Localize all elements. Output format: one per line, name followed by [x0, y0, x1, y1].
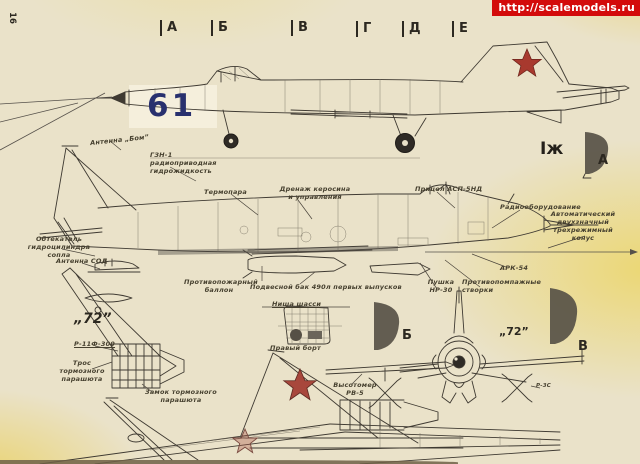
top-side-view-drawing [96, 41, 630, 153]
callout-rv5-altimeter: Высотомер РВ-5 [333, 381, 377, 398]
callout-surge-doors: Противопомпажные створки [462, 278, 542, 295]
middle-cutaway-side-view-drawing [39, 145, 599, 279]
marker-izh: Iж [540, 139, 564, 159]
callout-cannon-nr30: Пушка НР-30 [427, 278, 455, 295]
callout-engine-r11: Р-11Ф-300 [74, 340, 116, 348]
callout-antenna-sod: Антенна СОД [56, 257, 108, 265]
section-marker-a: А [160, 20, 177, 36]
callout-gear-bay: Ниша шасси [272, 300, 322, 308]
callout-gunsight: Прицел АСП-5НД [415, 185, 483, 193]
airfoil-letter-a: А [598, 153, 609, 168]
tail-code-72: „72” [74, 311, 112, 327]
gear-bay-detail-drawing [278, 305, 342, 345]
callout-auto-cone: Автоматический двухзначный трехрежимный … [550, 210, 616, 243]
airfoil-section-a-shape [582, 132, 609, 179]
callout-r3s: Р-3С [536, 383, 551, 389]
callout-chute-cable: Трос тормозного парашюта [59, 359, 105, 384]
bottom-center-fin-drawing [239, 349, 464, 449]
airfoil-letter-b: Б [402, 328, 412, 343]
belly-hatched-band [158, 246, 398, 255]
section-marker-e: Е [452, 21, 468, 37]
bort-number-patch [129, 85, 217, 128]
left-fin-detail-drawing [61, 258, 185, 389]
callout-nozzle-fairing: Обтекатель гидроцилиндра сопла [27, 235, 91, 260]
watermark-banner: http://scalemodels.ru [492, 0, 640, 16]
callout-fuel-drain: Дренаж керосина и управления [279, 185, 351, 202]
page-number: 16 [6, 12, 17, 24]
bottom-left-fin-drawing [103, 397, 199, 461]
watermark-url: http://scalemodels.ru [498, 1, 635, 14]
callout-gzn1: ГЗН-1 радиоприводная гидрожидкость [150, 151, 217, 176]
callout-starboard: Правый борт [270, 344, 321, 352]
callout-fire-bottle: Противопожарный баллон [184, 278, 258, 295]
airfoil-section-v-shape [550, 288, 578, 344]
callout-chute-lock: Замок тормозного парашюта [145, 388, 217, 405]
callout-radio-equipment: Радиооборудование [500, 203, 581, 211]
bort-number: 61 [147, 88, 197, 124]
bottom-plan-view-fragment [39, 423, 561, 464]
airfoil-letter-v: В [578, 339, 588, 354]
section-marker-d: Д [402, 21, 421, 37]
section-marker-b: Б [211, 20, 228, 36]
section-marker-g: Г [356, 21, 371, 37]
front-code-72: „72” [499, 325, 529, 338]
section-marker-v: В [291, 20, 308, 36]
callout-ark54: АРК-54 [500, 264, 529, 272]
front-view-drawing [399, 286, 585, 404]
callout-termopara: Термопара [204, 188, 247, 196]
airfoil-section-b-shape [374, 302, 400, 350]
callout-drop-tank: Подвесной бак 490л первых выпусков [250, 283, 402, 291]
bottom-scan-edge [0, 460, 458, 464]
